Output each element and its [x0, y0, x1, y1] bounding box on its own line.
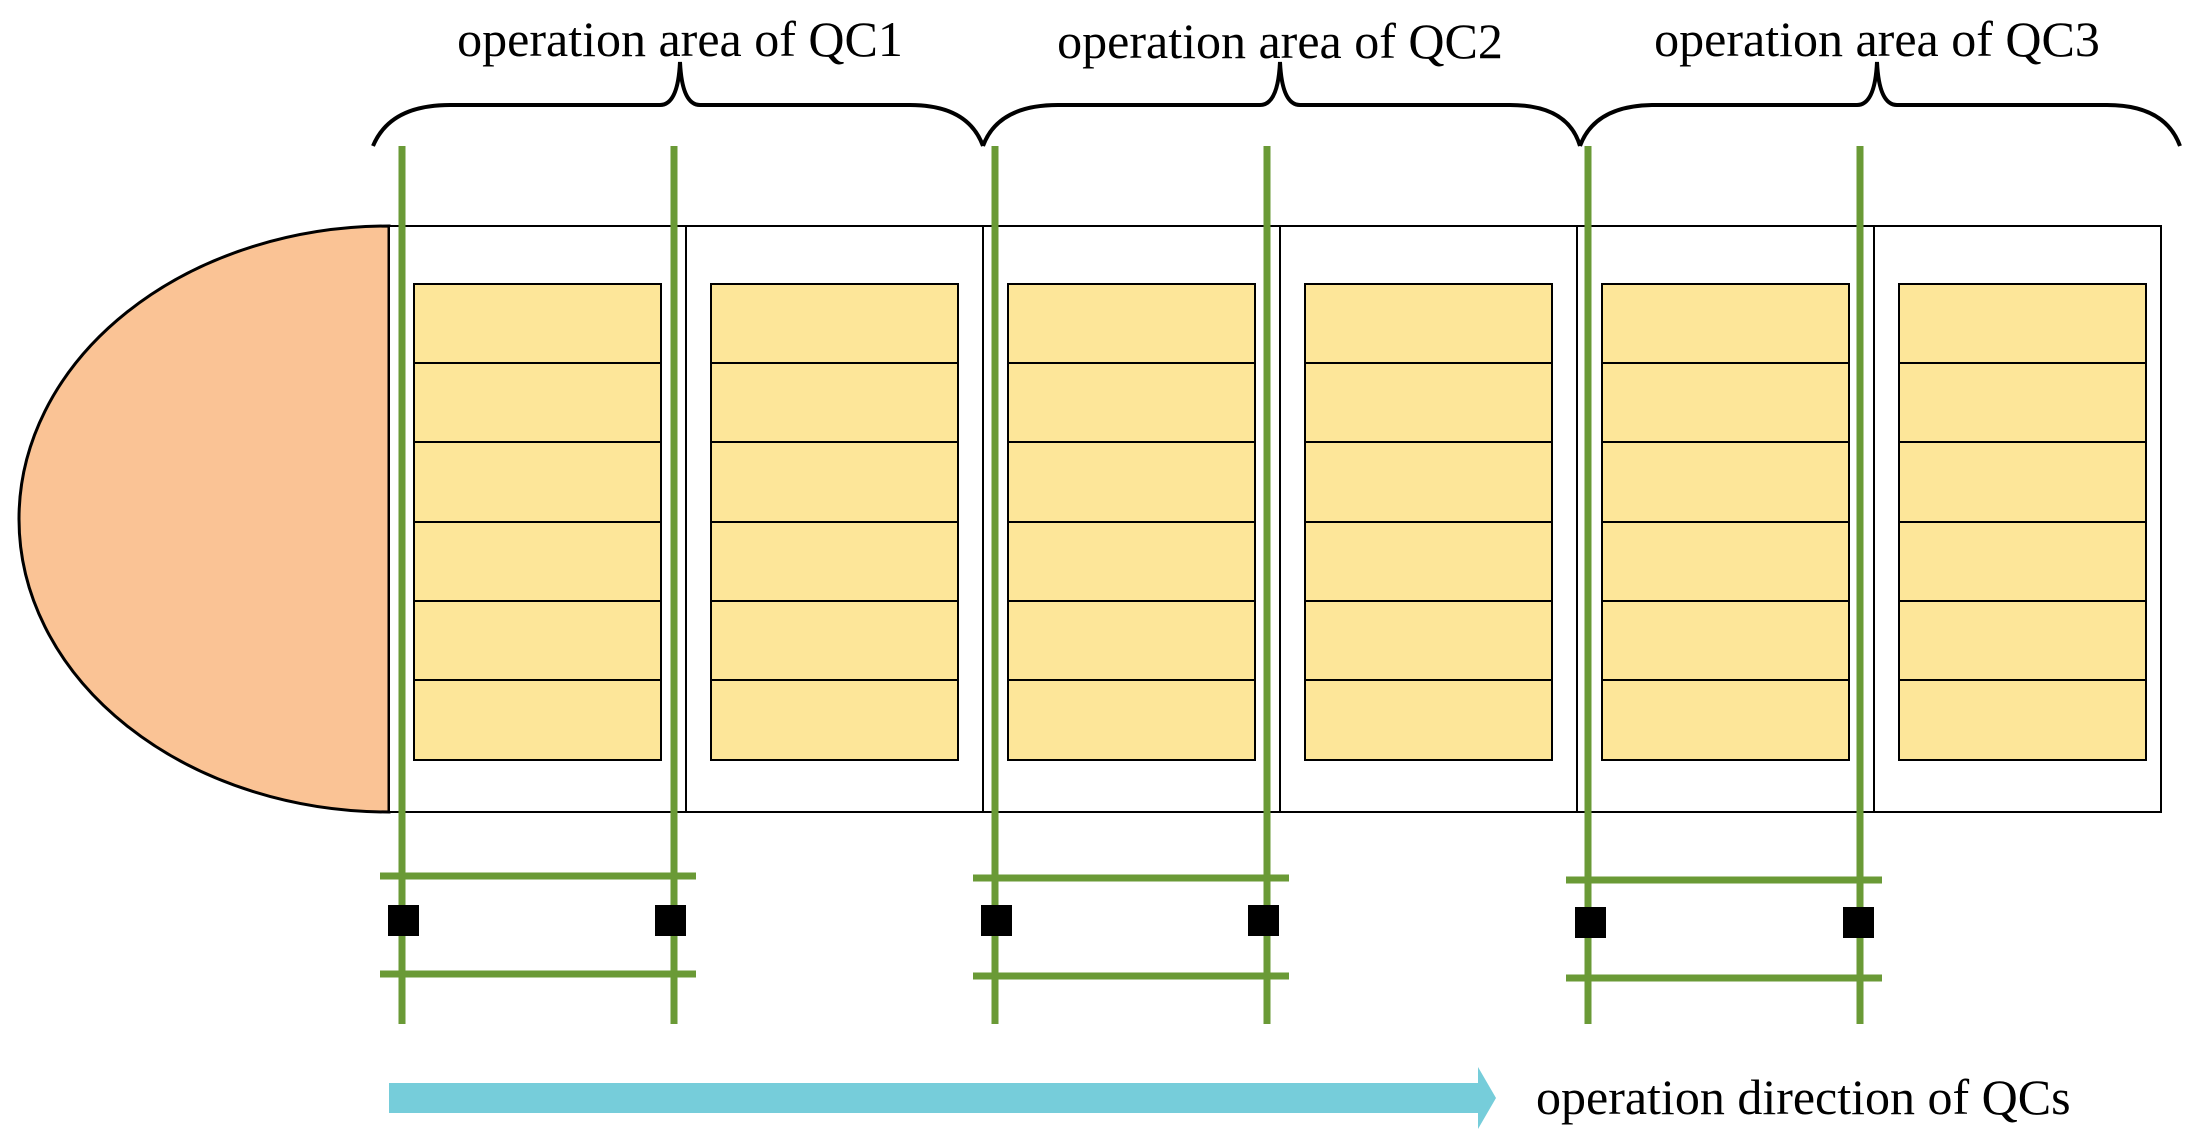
brace-qc3: [1578, 61, 2182, 147]
crane-trolley: [981, 905, 1012, 936]
bay-3-containers: [1007, 283, 1256, 761]
bay-5-containers: [1601, 283, 1850, 761]
bay-6-containers: [1898, 283, 2147, 761]
brace-qc2: [981, 61, 1582, 147]
crane-trolley: [1575, 907, 1606, 938]
crane-trolley: [1843, 907, 1874, 938]
ship-bow: [17, 224, 391, 814]
crane-trolley: [1248, 905, 1279, 936]
arrow-head: [1478, 1067, 1496, 1129]
quay-crane-qc1: [380, 146, 696, 1024]
crane-trolley: [655, 905, 686, 936]
label-operation-area-qc2: operation area of QC2: [1057, 13, 1503, 69]
crane-trolley: [388, 905, 419, 936]
label-operation-direction: operation direction of QCs: [1536, 1069, 2071, 1125]
qc1-trolleys: [388, 905, 686, 936]
bay-dividers: [685, 226, 1875, 812]
quay-crane-qc3: [1566, 146, 1882, 1024]
ship-hull: [388, 225, 2162, 813]
operation-area-braces: [371, 61, 2182, 147]
container-stacks: [413, 283, 2147, 761]
bay-1-containers: [413, 283, 662, 761]
operation-direction-arrow: [389, 1067, 1496, 1129]
label-operation-area-qc1: operation area of QC1: [457, 11, 903, 67]
bay-4-containers: [1304, 283, 1553, 761]
qc2-trolleys: [981, 905, 1279, 936]
brace-qc1: [371, 61, 985, 147]
arrow-shaft: [389, 1083, 1483, 1113]
quay-crane-qc2: [973, 146, 1289, 1024]
label-operation-area-qc3: operation area of QC3: [1654, 11, 2100, 67]
qc3-trolleys: [1575, 907, 1874, 938]
bay-2-containers: [710, 283, 959, 761]
